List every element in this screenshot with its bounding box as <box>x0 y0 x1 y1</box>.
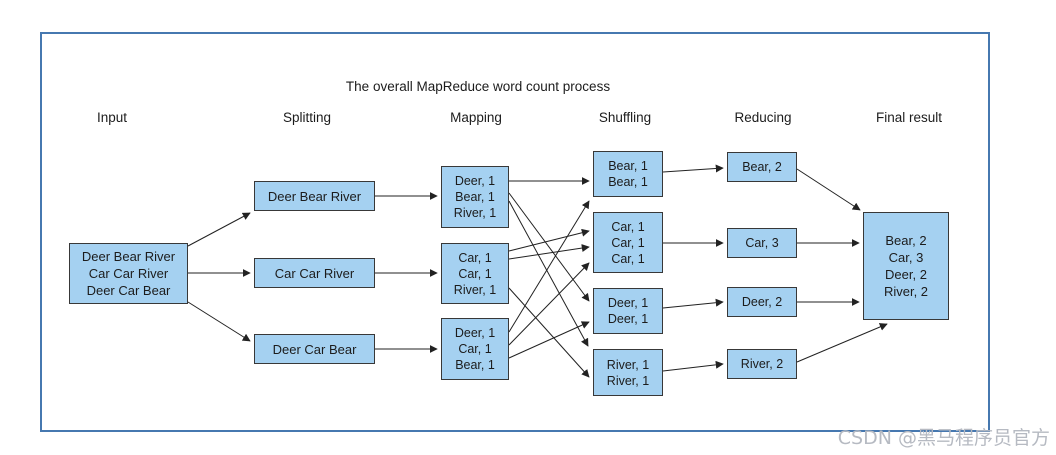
column-header-reducing: Reducing <box>734 110 792 125</box>
split-box-1: Deer Bear River <box>254 181 375 211</box>
final-result-box: Bear, 2 Car, 3 Deer, 2 River, 2 <box>863 212 949 320</box>
column-header-mapping: Mapping <box>450 110 502 125</box>
shuffle-box-1: Bear, 1 Bear, 1 <box>593 151 663 197</box>
split-box-3: Deer Car Bear <box>254 334 375 364</box>
reduce-box-4: River, 2 <box>727 349 797 379</box>
reduce-box-1: Bear, 2 <box>727 152 797 182</box>
csdn-watermark: CSDN @黑马程序员官方 <box>837 427 1050 449</box>
map-box-2: Car, 1 Car, 1 River, 1 <box>441 243 509 304</box>
column-header-shuffling: Shuffling <box>598 110 652 125</box>
shuffle-box-3: Deer, 1 Deer, 1 <box>593 288 663 334</box>
split-box-2: Car Car River <box>254 258 375 288</box>
column-header-input: Input <box>96 110 128 125</box>
reduce-box-3: Deer, 2 <box>727 287 797 317</box>
shuffle-box-2: Car, 1 Car, 1 Car, 1 <box>593 212 663 273</box>
shuffle-box-4: River, 1 River, 1 <box>593 349 663 396</box>
column-header-splitting: Splitting <box>282 110 332 125</box>
reduce-box-2: Car, 3 <box>727 228 797 258</box>
map-box-1: Deer, 1 Bear, 1 River, 1 <box>441 166 509 228</box>
column-header-final-result: Final result <box>875 110 943 125</box>
map-box-3: Deer, 1 Car, 1 Bear, 1 <box>441 318 509 380</box>
diagram-title: The overall MapReduce word count process <box>345 79 611 94</box>
input-box: Deer Bear River Car Car River Deer Car B… <box>69 243 188 304</box>
